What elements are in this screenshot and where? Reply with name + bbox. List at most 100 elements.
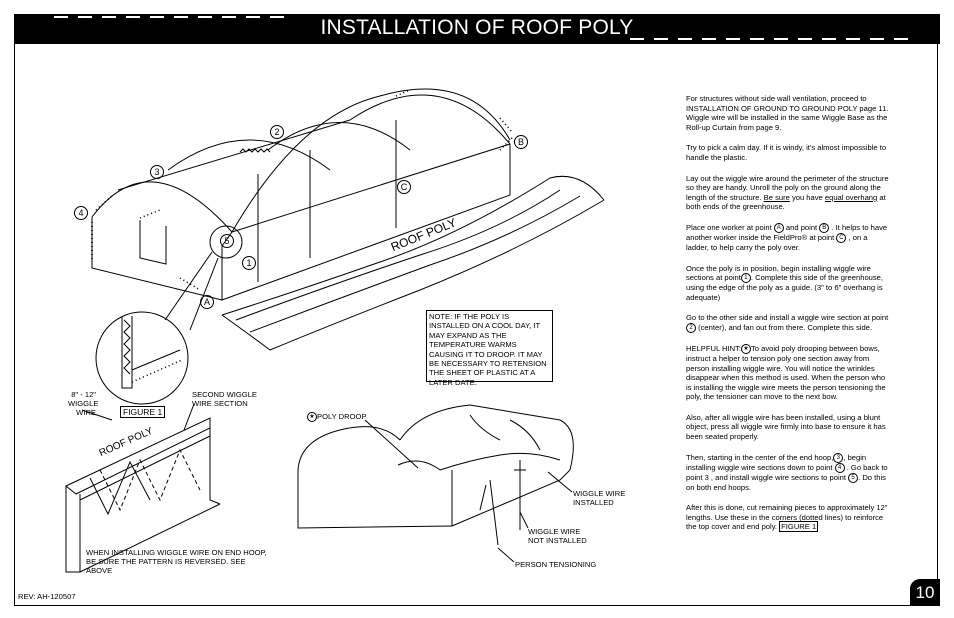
point-1-inline: 1	[740, 273, 751, 284]
point-2-marker: 2	[270, 125, 284, 139]
point-b: B	[514, 135, 528, 149]
title-dash	[198, 16, 212, 18]
instruction-p7: HELPFUL HINT:★To avoid poly drooping bet…	[686, 343, 892, 402]
point-5-marker: 5	[220, 234, 234, 248]
title-dash	[630, 38, 644, 40]
title-dash	[174, 16, 188, 18]
instruction-p3: Lay out the wiggle wire around the perim…	[686, 174, 892, 212]
roof-poly-sheet	[221, 175, 605, 351]
p4-text-2: and point	[783, 222, 820, 232]
title-dash	[54, 16, 68, 18]
p9-text-2: , begin installing wiggle wire sections …	[686, 452, 867, 472]
wiggle-size-label: 8" - 12" WIGGLE WIRE	[68, 390, 99, 417]
p9-text: Then, starting in the center of the end …	[686, 452, 834, 462]
point-c-inline: C	[836, 232, 847, 243]
wiggle-installed-text-2: INSTALLED	[573, 498, 614, 507]
revision-label: REV: AH-120507	[18, 592, 76, 601]
p3-text-2: you have	[789, 192, 825, 202]
p5-text: Once the poly is in position, begin inst…	[686, 263, 871, 283]
title-dash	[726, 38, 740, 40]
second-wiggle-label: SECOND WIGGLE WIRE SECTION	[192, 390, 257, 408]
note-box: NOTE: IF THE POLY IS INSTALLED ON A COOL…	[426, 310, 553, 387]
end-hoop-note: WHEN INSTALLING WIGGLE WIRE ON END HOOP,…	[86, 548, 267, 575]
point-a: A	[200, 295, 214, 309]
p10-text: After this is done, cut remaining pieces…	[686, 503, 888, 532]
poly-droop-label: ★POLY DROOP	[307, 412, 367, 422]
wiggle-text: WIGGLE	[68, 399, 99, 408]
instruction-p8: Also, after all wiggle wire has been ins…	[686, 412, 886, 442]
instruction-p5: Once the poly is in position, begin inst…	[686, 264, 892, 303]
title-dash	[678, 38, 692, 40]
point-4-marker: 4	[74, 206, 88, 220]
title-dash	[102, 16, 116, 18]
point-3-marker: 3	[150, 165, 164, 179]
figure-1-reference: FIGURE 1	[779, 521, 819, 533]
person-tensioning-label: PERSON TENSIONING	[515, 560, 597, 569]
p9-text-3: . Go back to point 3 , and install wiggl…	[686, 462, 888, 482]
title-dash	[150, 16, 164, 18]
title-dash	[774, 38, 788, 40]
title-bar: INSTALLATION OF ROOF POLY	[14, 14, 940, 44]
point-1: 1	[242, 256, 256, 270]
p3-text-3: at both ends of the greenhouse.	[686, 192, 886, 212]
page-frame	[14, 44, 938, 606]
title-dash	[846, 38, 860, 40]
p6-text-2: (center), and fan out from there. Comple…	[696, 322, 873, 332]
point-2-inline: 2	[686, 322, 696, 333]
instruction-p9: Then, starting in the center of the end …	[686, 452, 892, 493]
wiggle-not-text-2: NOT INSTALLED	[528, 536, 587, 545]
p4-text: Place one worker at point	[686, 222, 774, 232]
star-icon: ★	[307, 412, 317, 422]
title-dash	[78, 16, 92, 18]
star-icon: ★	[741, 343, 751, 354]
instructions: For structures without side wall ventila…	[686, 94, 892, 543]
title-dash	[798, 38, 812, 40]
p6-text: Go to the other side and install a wiggl…	[686, 313, 889, 323]
page-title: INSTALLATION OF ROOF POLY	[320, 16, 634, 39]
point-a-marker: A	[200, 295, 214, 309]
point-4-inline: 4	[834, 462, 845, 473]
title-dash	[126, 16, 140, 18]
title-dash	[822, 38, 836, 40]
title-dash	[222, 16, 236, 18]
instruction-p10: After this is done, cut remaining pieces…	[686, 503, 892, 533]
wiggle-installed-label: WIGGLE WIRE INSTALLED	[573, 489, 625, 507]
poly-droop-drawing	[297, 404, 574, 563]
point-b-marker: B	[514, 135, 528, 149]
p3-be-sure: Be sure	[763, 192, 790, 202]
wiggle-size: 8" - 12"	[71, 390, 96, 399]
title-dash	[894, 38, 908, 40]
p7-text: To avoid poly drooping between bows, ins…	[686, 343, 886, 402]
point-b-inline: B	[819, 222, 830, 233]
instruction-p2: Try to pick a calm day. If it is windy, …	[686, 143, 887, 162]
figure1-detail	[95, 311, 189, 405]
p7-hint: HELPFUL HINT:	[686, 343, 741, 353]
point-5-inline: 5	[848, 472, 859, 483]
point-2: 2	[270, 125, 284, 139]
p9-text-4: . Do this on both end hoops.	[686, 472, 886, 492]
point-3-inline: 3	[833, 452, 844, 463]
wiggle-installed-text-1: WIGGLE WIRE	[573, 489, 626, 498]
point-c-marker: C	[397, 180, 411, 194]
title-dash	[654, 38, 668, 40]
title-dash	[702, 38, 716, 40]
page-number: 10	[910, 579, 940, 606]
title-dash	[750, 38, 764, 40]
point-5: 5	[220, 234, 234, 248]
p5-text-2: . Complete this side of the greenhouse, …	[686, 273, 884, 302]
point-1-marker: 1	[242, 256, 256, 270]
figure-1-label: FIGURE 1	[120, 406, 166, 418]
point-4: 4	[74, 206, 88, 220]
wire-text: WIRE	[76, 408, 96, 417]
p3-text: Lay out the wiggle wire around the perim…	[686, 173, 889, 202]
point-c: C	[397, 180, 411, 194]
wiggle-channel	[65, 403, 221, 573]
title-dash	[270, 16, 284, 18]
p4-text-3: . It helps to have another worker inside…	[686, 222, 888, 242]
second-wiggle-text: SECOND WIGGLE	[192, 390, 257, 399]
wire-section-text: WIRE SECTION	[192, 399, 248, 408]
instruction-p4: Place one worker at point A and point B …	[686, 222, 892, 253]
p4-text-4: , on a ladder, to help carry the poly ov…	[686, 232, 868, 252]
p3-equal-overhang: equal overhang	[824, 192, 878, 202]
title-dash	[246, 16, 260, 18]
